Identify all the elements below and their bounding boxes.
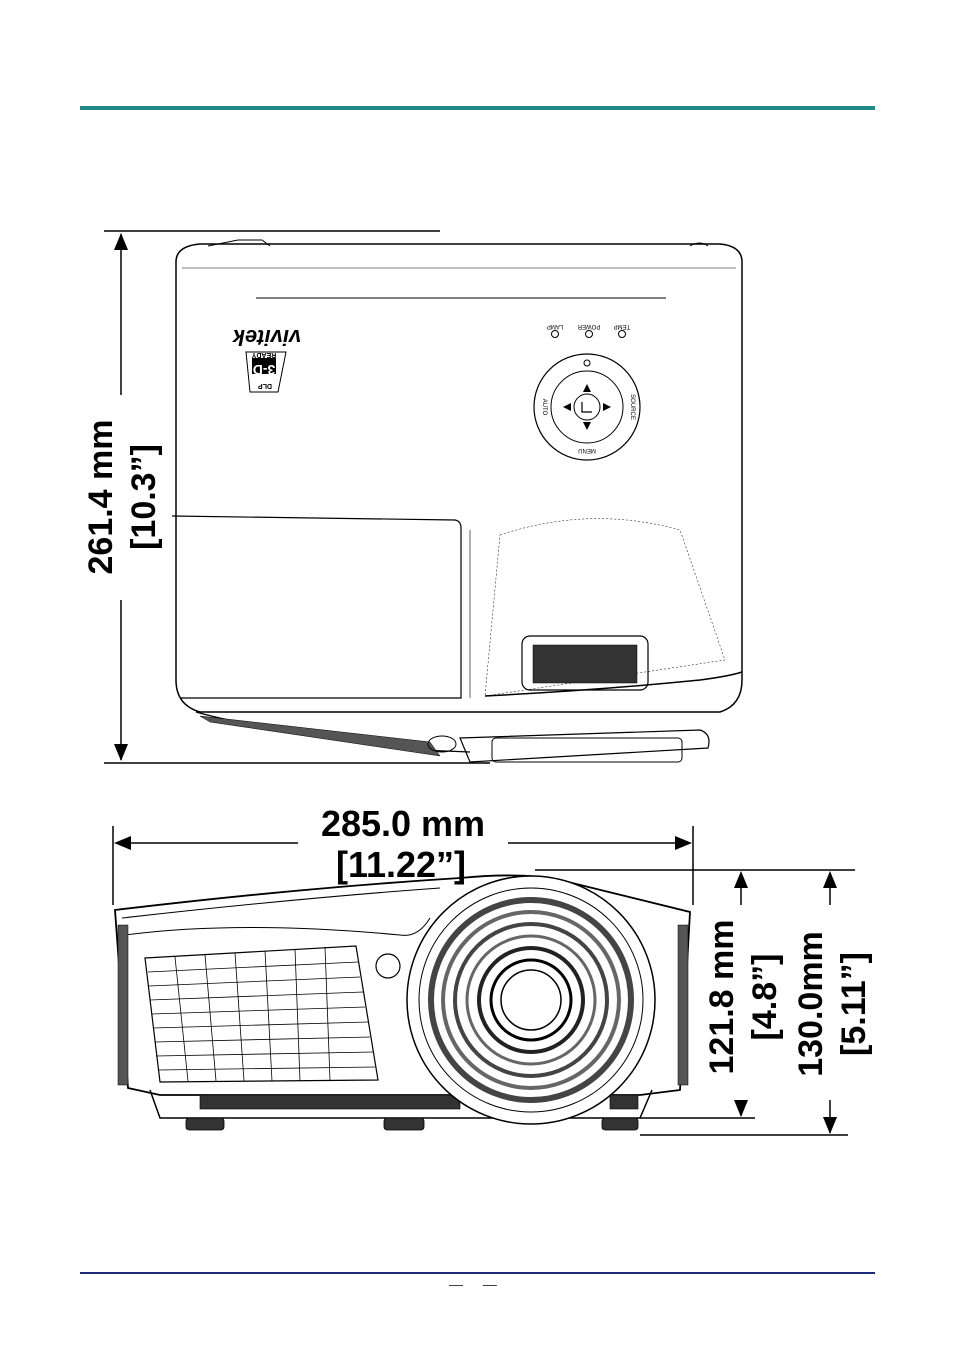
- keypad-label-source: SOURCE: [629, 394, 635, 420]
- width-dim-in: [11.22”]: [336, 844, 466, 885]
- height-dim-in: [10.3”]: [125, 444, 163, 550]
- top-view-height-dimension: 261.4 mm [10.3”]: [82, 420, 163, 575]
- led-label-temp: TEMP: [614, 323, 631, 329]
- led-label-power: POWER: [577, 323, 600, 329]
- led-label-lamp: LAMP: [547, 323, 563, 329]
- brand-logo: vivitek: [231, 325, 301, 350]
- top-view-labels: vivitek 3-D DLP READY LAMP POWER TEMP AU…: [231, 323, 635, 453]
- keypad-label-auto: AUTO: [541, 399, 547, 416]
- badge-sub: READY: [251, 351, 276, 358]
- front-view: [112, 826, 855, 1136]
- badge-top: DLP: [258, 382, 272, 389]
- height1-dim-in: [4.8”]: [746, 954, 784, 1041]
- top-view: [104, 230, 743, 764]
- page-number: — —: [449, 1276, 505, 1292]
- width-dim-mm: 285.0 mm: [321, 803, 485, 844]
- footer-rule: [80, 1272, 875, 1274]
- height-dim-mm: 261.4 mm: [82, 420, 120, 575]
- height2-dim-in: [5.11”]: [835, 952, 873, 1056]
- header-rule: [80, 106, 875, 110]
- keypad-label-menu: MENU: [578, 447, 596, 453]
- badge-main: 3-D: [253, 362, 276, 378]
- front-view-dimensions: 285.0 mm [11.22”] 121.8 mm [4.8”] 130.0m…: [321, 803, 873, 1077]
- height2-dim-mm: 130.0mm: [792, 931, 830, 1077]
- height1-dim-mm: 121.8 mm: [703, 920, 741, 1075]
